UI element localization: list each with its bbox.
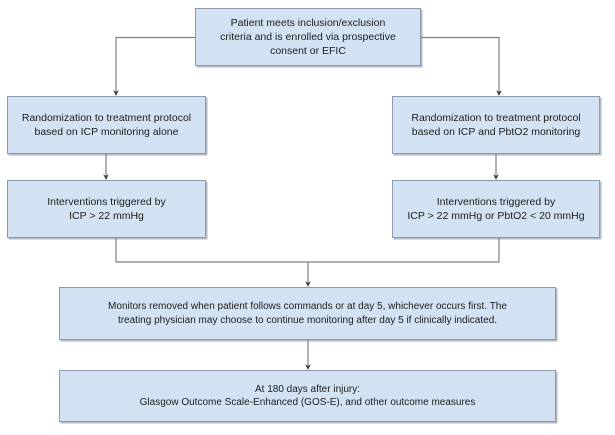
edge-enrollment-to-randomization-icp-pbto2 — [421, 36, 502, 96]
enrollment-line-1: Patient meets inclusion/exclusion — [230, 16, 386, 29]
randomization-icp-node: Randomization to treatment protocol base… — [7, 96, 206, 154]
randomization-icp-pbto2-node-text: Randomization to treatment protocol base… — [393, 111, 599, 139]
enrollment-line-2: criteria and is enrolled via prospective — [220, 30, 396, 43]
outcomes-node-text: At 180 days after injury: Glasgow Outcom… — [60, 383, 555, 410]
edge-interventions-both-to-monitors-removed — [308, 238, 500, 263]
interventions-icp-pbto2-node: Interventions triggered by ICP > 22 mmHg… — [392, 180, 600, 238]
enrollment-node-text: Patient meets inclusion/exclusion criter… — [196, 16, 420, 59]
monitors-removed-node-text: Monitors removed when patient follows co… — [60, 300, 555, 327]
randomization-icp-line-2: based on ICP monitoring alone — [34, 126, 179, 138]
monitors-removed-node: Monitors removed when patient follows co… — [59, 287, 556, 340]
interventions-both-line-2: ICP > 22 mmHg or PbtO2 < 20 mmHg — [407, 210, 585, 222]
edge-enrollment-to-randomization-icp — [113, 36, 195, 96]
interventions-icp-node-text: Interventions triggered by ICP > 22 mmHg — [8, 195, 205, 223]
monitors-removed-line-1: Monitors removed when patient follows co… — [108, 301, 507, 312]
outcomes-node: At 180 days after injury: Glasgow Outcom… — [59, 370, 556, 422]
interventions-icp-line-1: Interventions triggered by — [47, 195, 166, 208]
enrollment-node: Patient meets inclusion/exclusion criter… — [195, 8, 421, 66]
enrollment-line-3: consent or EFIC — [270, 45, 346, 58]
outcomes-line-1: At 180 days after injury: — [254, 383, 361, 395]
edge-interventions-icp-to-monitors-removed — [115, 238, 308, 263]
randomization-icp-pbto2-line-2: based on ICP and PbtO2 monitoring — [411, 126, 581, 138]
interventions-icp-node: Interventions triggered by ICP > 22 mmHg — [7, 180, 206, 238]
outcomes-line-2: Glasgow Outcome Scale-Enhanced (GOS-E), … — [139, 397, 476, 408]
randomization-icp-node-text: Randomization to treatment protocol base… — [8, 111, 205, 139]
interventions-icp-pbto2-node-text: Interventions triggered by ICP > 22 mmHg… — [393, 195, 599, 223]
randomization-icp-pbto2-node: Randomization to treatment protocol base… — [392, 96, 600, 154]
interventions-icp-line-2: ICP > 22 mmHg — [69, 210, 144, 222]
monitors-removed-line-2: treating physician may choose to continu… — [117, 314, 498, 326]
randomization-icp-line-1: Randomization to treatment protocol — [21, 111, 192, 124]
interventions-both-line-1: Interventions triggered by — [436, 195, 556, 208]
randomization-icp-pbto2-line-1: Randomization to treatment protocol — [411, 111, 581, 124]
